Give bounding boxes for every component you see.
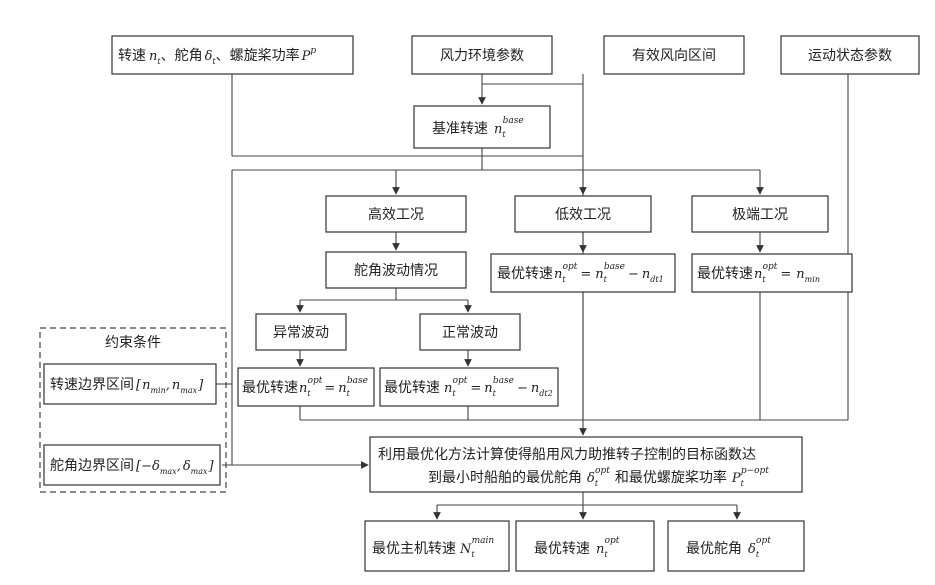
wind-env-node: 风力环境参数 [412, 36, 552, 74]
rudder-bound-node: 舵角边界区间[−δmax,δmax] [44, 445, 220, 485]
extreme-node: 极端工况 [692, 196, 828, 232]
motion-state-node: 运动状态参数 [781, 36, 919, 74]
wind-range-label: 有效风向区间 [632, 48, 716, 64]
opt-low-node: 最优转速ntopt=ntbase−ndt1 [491, 254, 675, 292]
input-params-node: 转速nt、舵角δt、螺旋桨功率Pp [112, 36, 353, 74]
rudder-bound-text: 舵角边界区间[−δmax,δmax] [50, 458, 215, 476]
optimize-node: 利用最优化方法计算使得船用风力助推转子控制的目标函数达 到最小时船舶的最优舵角δ… [370, 437, 802, 492]
speed-bound-node: 转速边界区间[nmin,nmax] [44, 364, 216, 404]
abnormal-label: 异常波动 [273, 325, 329, 341]
out-speed-node: 最优转速ntopt [516, 521, 654, 571]
wind-env-label: 风力环境参数 [440, 47, 524, 64]
rudder-fluct-label: 舵角波动情况 [354, 263, 438, 279]
opt-abnormal-node: 最优转速ntopt=ntbase [238, 368, 374, 406]
out-main-node: 最优主机转速Ntmain [365, 521, 509, 571]
extreme-label: 极端工况 [732, 207, 788, 223]
opt-normal-node: 最优转速ntopt=ntbase−ndt2 [380, 368, 558, 406]
motion-state-label: 运动状态参数 [808, 47, 892, 64]
normal-node: 正常波动 [420, 314, 520, 350]
high-eff-node: 高效工况 [326, 196, 466, 232]
wind-range-node: 有效风向区间 [604, 36, 744, 74]
constraints-title: 约束条件 [105, 334, 161, 351]
base-speed-node: 基准转速ntbase [414, 106, 550, 148]
out-rudder-node: 最优舵角δtopt [668, 521, 804, 571]
normal-label: 正常波动 [442, 325, 498, 341]
high-eff-label: 高效工况 [368, 206, 424, 223]
rudder-fluct-node: 舵角波动情况 [326, 252, 466, 288]
optimize-line1: 利用最优化方法计算使得船用风力助推转子控制的目标函数达 [378, 446, 756, 463]
abnormal-node: 异常波动 [256, 314, 346, 350]
opt-extreme-node: 最优转速ntopt=nmin [692, 254, 852, 292]
low-eff-label: 低效工况 [555, 207, 611, 223]
low-eff-node: 低效工况 [515, 196, 651, 232]
